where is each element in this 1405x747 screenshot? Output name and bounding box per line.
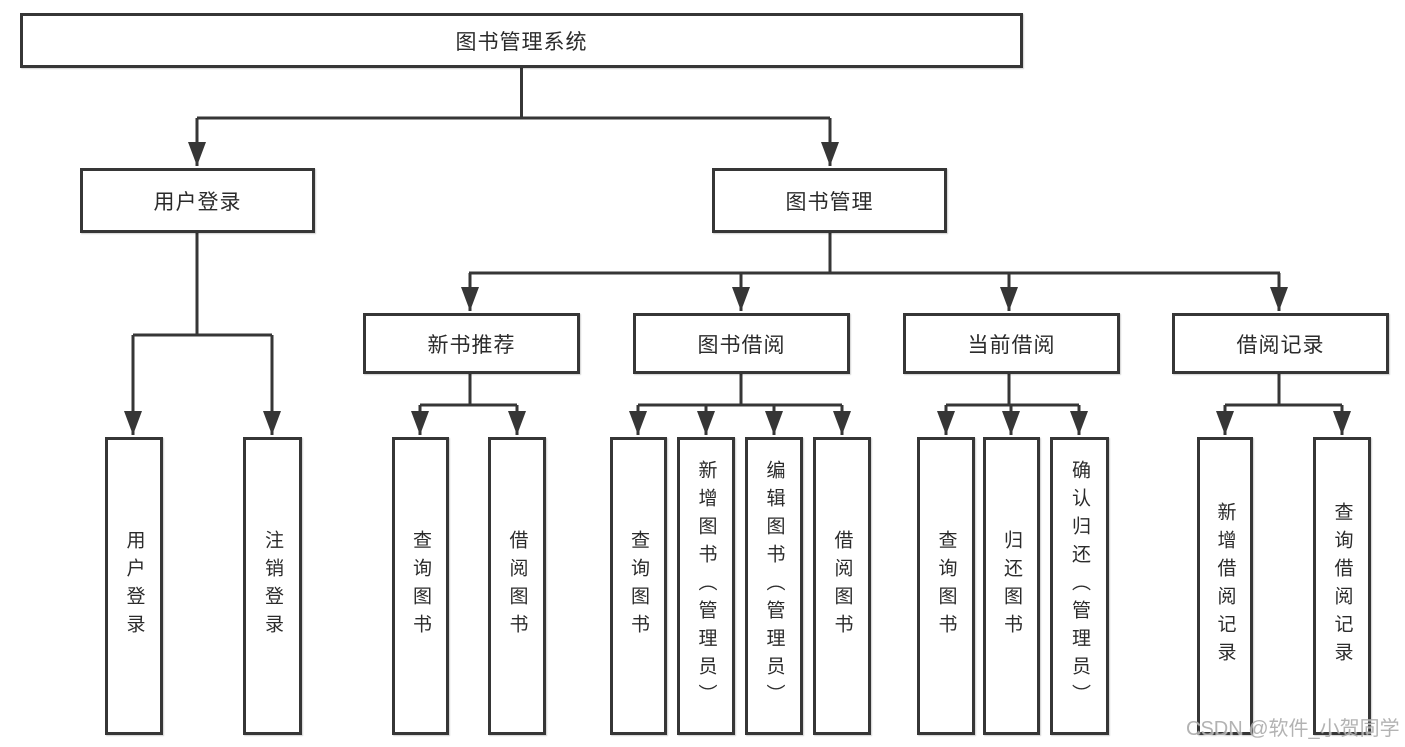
node-new-book-recommend: 新书推荐 bbox=[363, 313, 580, 374]
leaf-edit-book-admin: 编辑图书（管理员） bbox=[745, 437, 803, 735]
leaf-borrow-books-2: 借阅图书 bbox=[813, 437, 871, 735]
node-current-borrow: 当前借阅 bbox=[903, 313, 1120, 374]
leaf-add-borrow-record: 新增借阅记录 bbox=[1197, 437, 1253, 735]
node-book-management: 图书管理 bbox=[712, 168, 947, 233]
leaf-query-books-2: 查询图书 bbox=[610, 437, 667, 735]
leaf-confirm-return-admin: 确认归还（管理员） bbox=[1050, 437, 1109, 735]
leaf-logout: 注销登录 bbox=[243, 437, 302, 735]
leaf-add-book-admin: 新增图书（管理员） bbox=[677, 437, 735, 735]
leaf-return-book: 归还图书 bbox=[983, 437, 1040, 735]
leaf-borrow-books-1: 借阅图书 bbox=[488, 437, 546, 735]
node-borrow-records: 借阅记录 bbox=[1172, 313, 1389, 374]
node-root: 图书管理系统 bbox=[20, 13, 1023, 68]
node-user-login: 用户登录 bbox=[80, 168, 315, 233]
leaf-query-borrow-record: 查询借阅记录 bbox=[1313, 437, 1371, 735]
leaf-query-books-3: 查询图书 bbox=[917, 437, 975, 735]
node-book-borrow: 图书借阅 bbox=[633, 313, 850, 374]
leaf-user-login: 用户登录 bbox=[105, 437, 163, 735]
leaf-query-books-1: 查询图书 bbox=[392, 437, 449, 735]
watermark-text: CSDN @软件_小贺同学 bbox=[1186, 718, 1400, 740]
